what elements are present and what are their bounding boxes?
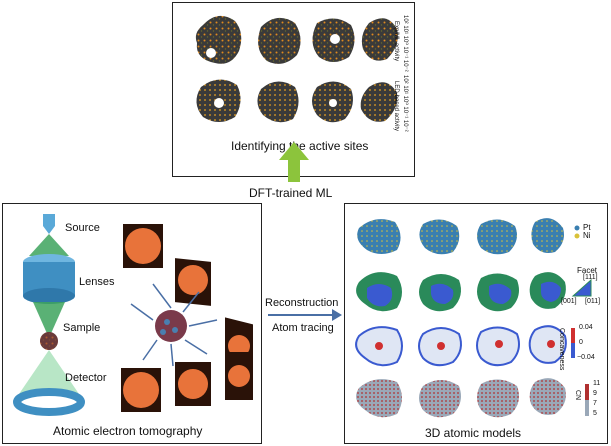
colorbar-bottom-ticks: 10² 10¹ 10⁰ 10⁻¹ 10⁻²	[402, 75, 408, 132]
cn-tick-7: 7	[593, 400, 597, 407]
colorbar-top-ticks: 10² 10¹ 10⁰ 10⁻¹ 10⁻²	[402, 15, 408, 72]
right-panel: Pt Ni Facet [111] [001] [011] Concavenes…	[344, 203, 608, 444]
right-panel-caption: 3D atomic models	[425, 426, 522, 440]
top-panel-caption: Identifying the active sites	[231, 139, 369, 153]
pt-legend-label: Pt	[583, 223, 591, 232]
concaveness-title: Concaveness	[558, 328, 565, 371]
facet-title: Facet	[577, 266, 598, 275]
right-arrow-icon	[268, 309, 342, 321]
top-particles	[195, 15, 398, 123]
cn-tick-5: 5	[593, 410, 597, 417]
dft-ml-label: DFT-trained ML	[249, 186, 333, 200]
lenses-label: Lenses	[79, 276, 115, 288]
facet-001-label: [001]	[561, 298, 577, 305]
nanoparticle-icon	[155, 310, 187, 342]
ni-legend-label: Ni	[583, 231, 591, 240]
active-site-particle	[361, 18, 398, 61]
active-site-particle	[195, 15, 242, 64]
cn-tick-11: 11	[593, 380, 601, 387]
up-arrow-icon	[279, 142, 309, 182]
source-icon	[43, 214, 55, 234]
sample-label: Sample	[63, 322, 101, 334]
facet-011-label: [011]	[585, 298, 601, 305]
colorbar-bottom-title: LED-based activity	[393, 81, 399, 132]
concaveness-max: 0.04	[579, 324, 593, 331]
concaveness-min: −0.04	[577, 354, 595, 361]
detector-label: Detector	[65, 372, 107, 384]
ni-legend-dot	[574, 233, 580, 239]
facet-triangle-icon	[571, 278, 592, 297]
tomography-setup	[13, 214, 253, 416]
top-panel: Exp/ML activity 10² 10¹ 10⁰ 10⁻¹ 10⁻² LE…	[172, 2, 415, 177]
atomic-models	[355, 218, 592, 418]
facet-111-label: [111]	[583, 274, 598, 281]
active-site-particle	[258, 17, 301, 64]
active-site-particle	[257, 81, 299, 123]
projection-images	[121, 224, 253, 412]
cn-tick-9: 9	[593, 390, 597, 397]
pt-legend-dot	[574, 225, 580, 231]
concaveness-mid: 0	[579, 339, 583, 346]
active-site-particle	[360, 82, 398, 122]
left-panel-caption: Atomic electron tomography	[53, 424, 203, 438]
cn-title: CN	[574, 390, 581, 401]
reconstruction-label: Reconstruction	[265, 297, 339, 309]
left-panel: Source Lenses Sample Detector Atomic ele…	[2, 203, 262, 444]
source-label: Source	[65, 222, 100, 234]
detector-icon	[13, 388, 85, 416]
colorbar-top-title: Exp/ML activity	[393, 21, 399, 62]
atom-tracing-label: Atom tracing	[272, 322, 334, 334]
